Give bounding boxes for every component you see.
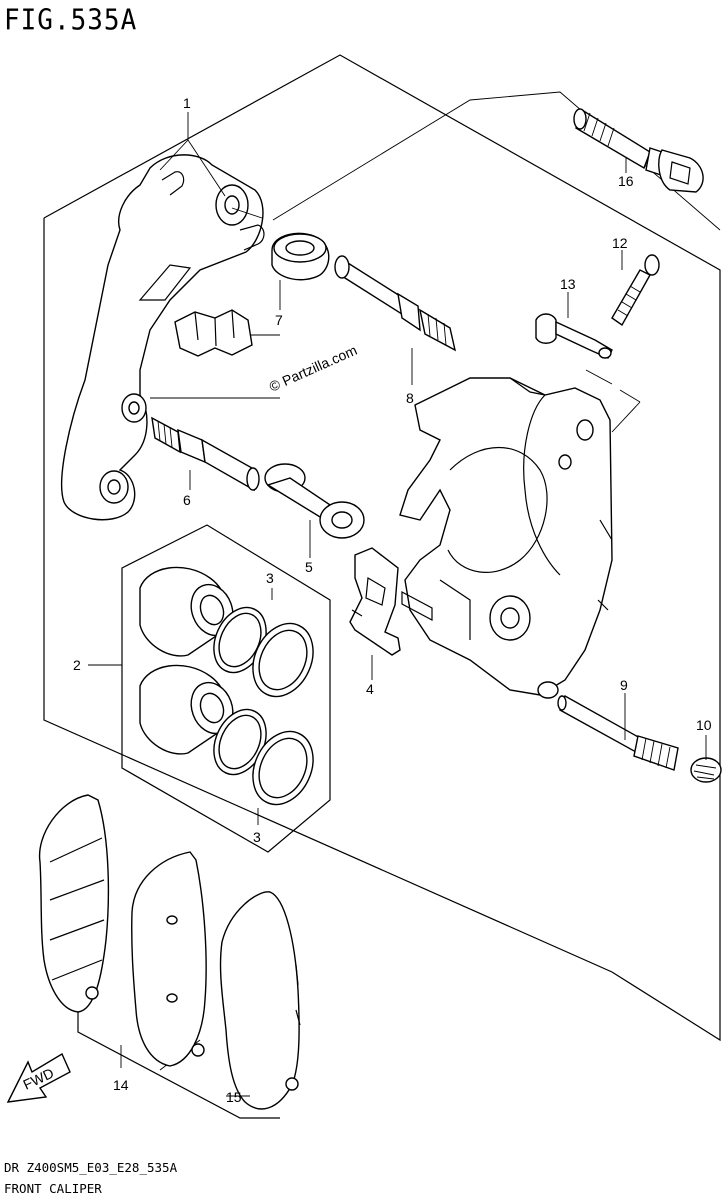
- figure-code: DR Z400SM5_E03_E28_535A: [4, 1160, 178, 1175]
- assembly-boundary: [43, 54, 721, 1042]
- callout-13: 13: [560, 276, 576, 292]
- dust-boot: [271, 232, 330, 281]
- callout-16: 16: [618, 173, 634, 189]
- seal-set-upper: [213, 606, 314, 698]
- piston-lower: [139, 664, 234, 755]
- slide-pin-lower: [151, 416, 260, 492]
- callout-3b: 3: [253, 829, 261, 845]
- callout-7: 7: [275, 312, 283, 328]
- pads-group-line: [77, 1012, 280, 1119]
- callout-3a: 3: [266, 570, 274, 586]
- pin-plug: [690, 757, 722, 783]
- callout-15: 15: [226, 1089, 242, 1105]
- callout-2: 2: [73, 657, 81, 673]
- callout-4: 4: [366, 681, 374, 697]
- callout-labels: 1 2 3 3 4 5 6 7 8 9 10 12 13 14 15 16: [73, 95, 712, 1105]
- piston-group-box: [121, 524, 331, 853]
- forward-arrow-icon: FWD: [6, 1052, 71, 1103]
- caliper-body: [399, 377, 613, 699]
- figure-name: FRONT CALIPER: [4, 1181, 102, 1196]
- piston-upper: [139, 566, 234, 657]
- dust-boot-lower: [264, 463, 365, 539]
- bleeder-valve: [611, 254, 660, 327]
- pad-shim: [219, 891, 301, 1110]
- callout-12: 12: [612, 235, 628, 251]
- figure-title: FIG.535A: [4, 4, 138, 37]
- callout-5: 5: [305, 559, 313, 575]
- leader-lines: [88, 112, 707, 1097]
- brake-pad-left: [38, 794, 110, 1013]
- pad-spring: [349, 547, 401, 656]
- slide-pin-upper: [334, 255, 457, 352]
- callout-6: 6: [183, 492, 191, 508]
- callout-8: 8: [406, 390, 414, 406]
- brake-pad-right: [131, 851, 207, 1067]
- callout-14: 14: [113, 1077, 129, 1093]
- callout-9: 9: [620, 677, 628, 693]
- mounting-bolt: [573, 108, 704, 193]
- bracket-clip: [174, 309, 253, 357]
- callout-10: 10: [696, 717, 712, 733]
- bleeder-cap: [535, 313, 613, 359]
- watermark: © Partzilla.com: [267, 342, 360, 395]
- pad-pin: [557, 694, 679, 771]
- callout-1: 1: [183, 95, 191, 111]
- seal-set-lower: [213, 708, 314, 806]
